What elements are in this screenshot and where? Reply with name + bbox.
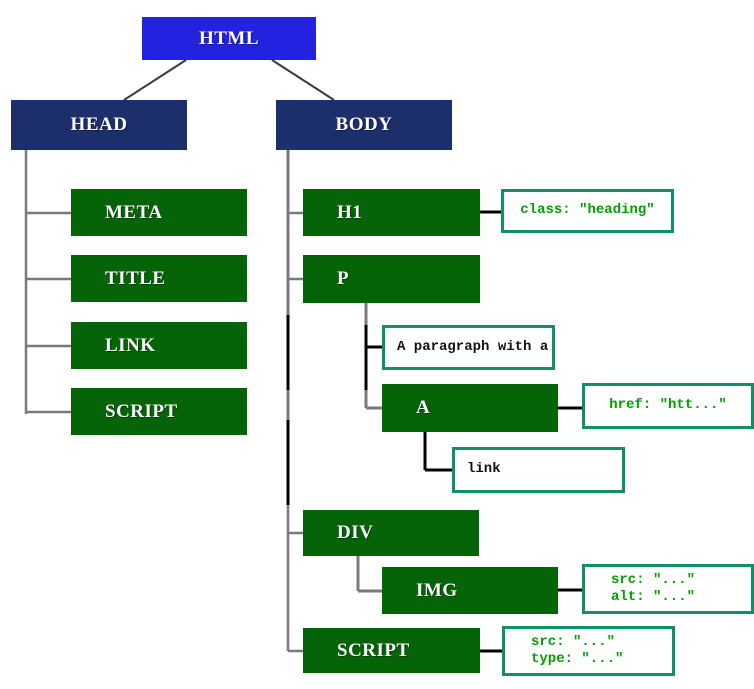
attr-h1-class-text: class: "heading" (520, 202, 655, 219)
node-head-label: HEAD (70, 114, 128, 135)
node-html-label: HTML (198, 27, 260, 49)
attr-box-a-href[interactable]: href: "htt..." (582, 383, 754, 429)
node-title[interactable]: TITLE (71, 255, 247, 302)
node-body-script[interactable]: SCRIPT (303, 628, 480, 673)
node-h1[interactable]: H1 (303, 189, 480, 236)
node-head-script-label: SCRIPT (105, 400, 178, 422)
node-head[interactable]: HEAD (11, 100, 187, 150)
attr-box-img[interactable]: src: "..." alt: "..." (582, 564, 754, 614)
node-link[interactable]: LINK (71, 322, 247, 369)
node-h1-label: H1 (337, 201, 363, 223)
node-div[interactable]: DIV (303, 510, 479, 556)
attr-img-alt-text: alt: "..." (611, 589, 696, 605)
node-p-label: P (337, 268, 350, 289)
text-node-paragraph: A paragraph with a (397, 338, 549, 355)
attr-box-h1-class[interactable]: class: "heading" (501, 189, 674, 233)
edge-html-head (123, 59, 187, 101)
node-img[interactable]: IMG (382, 567, 558, 614)
node-body-label: BODY (335, 114, 393, 135)
node-div-label: DIV (337, 522, 374, 543)
node-body-script-label: SCRIPT (337, 639, 410, 661)
attr-box-script[interactable]: src: "..." type: "..." (502, 626, 675, 676)
node-title-label: TITLE (105, 267, 166, 289)
text-node-box-paragraph[interactable]: A paragraph with a (382, 325, 555, 370)
node-body[interactable]: BODY (276, 100, 452, 150)
text-node-link: link (467, 461, 501, 478)
node-p[interactable]: P (303, 255, 480, 303)
node-meta-label: META (105, 201, 163, 223)
attr-a-href-text: href: "htt..." (609, 397, 727, 414)
node-head-script[interactable]: SCRIPT (71, 388, 247, 435)
attr-script-src-text: src: "..." (531, 633, 616, 650)
text-node-box-link[interactable]: link (452, 447, 625, 493)
node-a-label: A (416, 397, 431, 418)
node-html[interactable]: HTML (142, 17, 316, 60)
node-link-label: LINK (105, 334, 156, 356)
attr-script-type-text: type: "..." (531, 651, 624, 667)
node-meta[interactable]: META (71, 189, 247, 236)
node-img-label: IMG (416, 579, 458, 601)
node-a[interactable]: A (382, 384, 558, 432)
attr-img-src-text: src: "..." (611, 571, 696, 588)
edge-html-body (271, 59, 335, 101)
